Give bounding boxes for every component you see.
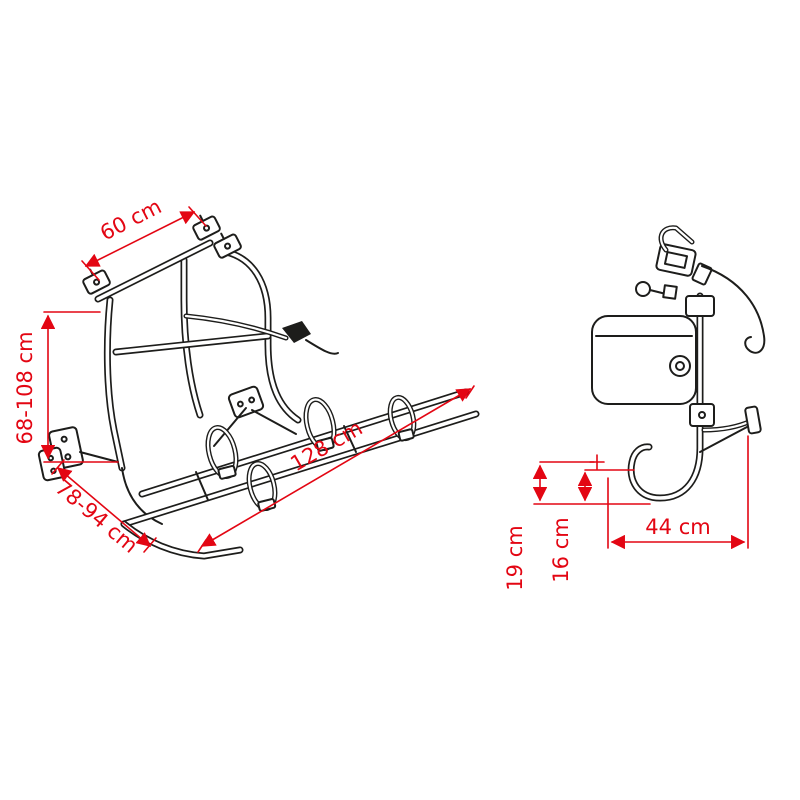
rail-clamp bbox=[82, 268, 111, 295]
dimension-label-top-width: 60 cm bbox=[96, 194, 165, 245]
strap-roller bbox=[669, 355, 691, 377]
left-upright-tube bbox=[103, 296, 126, 472]
strap-lever bbox=[282, 321, 311, 343]
main-upright-and-hook-tube bbox=[627, 292, 704, 502]
side-view-drawing bbox=[591, 225, 766, 502]
dimension-hook-offset: 16 cm bbox=[549, 469, 635, 583]
dimension-height-range: 68-108 cm bbox=[13, 311, 119, 463]
dimension-label-depth-range: 78-94 cm bbox=[51, 475, 143, 557]
tension-strap bbox=[701, 265, 766, 354]
bike-support-arm bbox=[183, 313, 339, 355]
ratchet-strap-assembly bbox=[635, 225, 713, 300]
knob bbox=[635, 281, 651, 297]
rear-rail-tube bbox=[138, 388, 470, 498]
dimension-label-arm-depth: 44 cm bbox=[645, 515, 710, 539]
dimension-label-hook-height: 19 cm bbox=[503, 525, 527, 590]
dimension-hook-height: 19 cm bbox=[503, 454, 651, 591]
rail-clamp bbox=[213, 232, 242, 259]
dimension-label-hook-offset: 16 cm bbox=[549, 517, 573, 582]
mounting-plate bbox=[37, 446, 67, 482]
dimension-label-height-range: 68-108 cm bbox=[13, 331, 37, 444]
top-clamp bbox=[685, 295, 715, 317]
support-arm bbox=[689, 403, 762, 453]
mid-crossbar-tube bbox=[112, 332, 272, 356]
dimension-arm-depth: 44 cm bbox=[607, 435, 749, 550]
back-pad-panel bbox=[591, 315, 697, 405]
center-mast-tube bbox=[180, 256, 204, 419]
front-view-drawing bbox=[37, 214, 480, 560]
